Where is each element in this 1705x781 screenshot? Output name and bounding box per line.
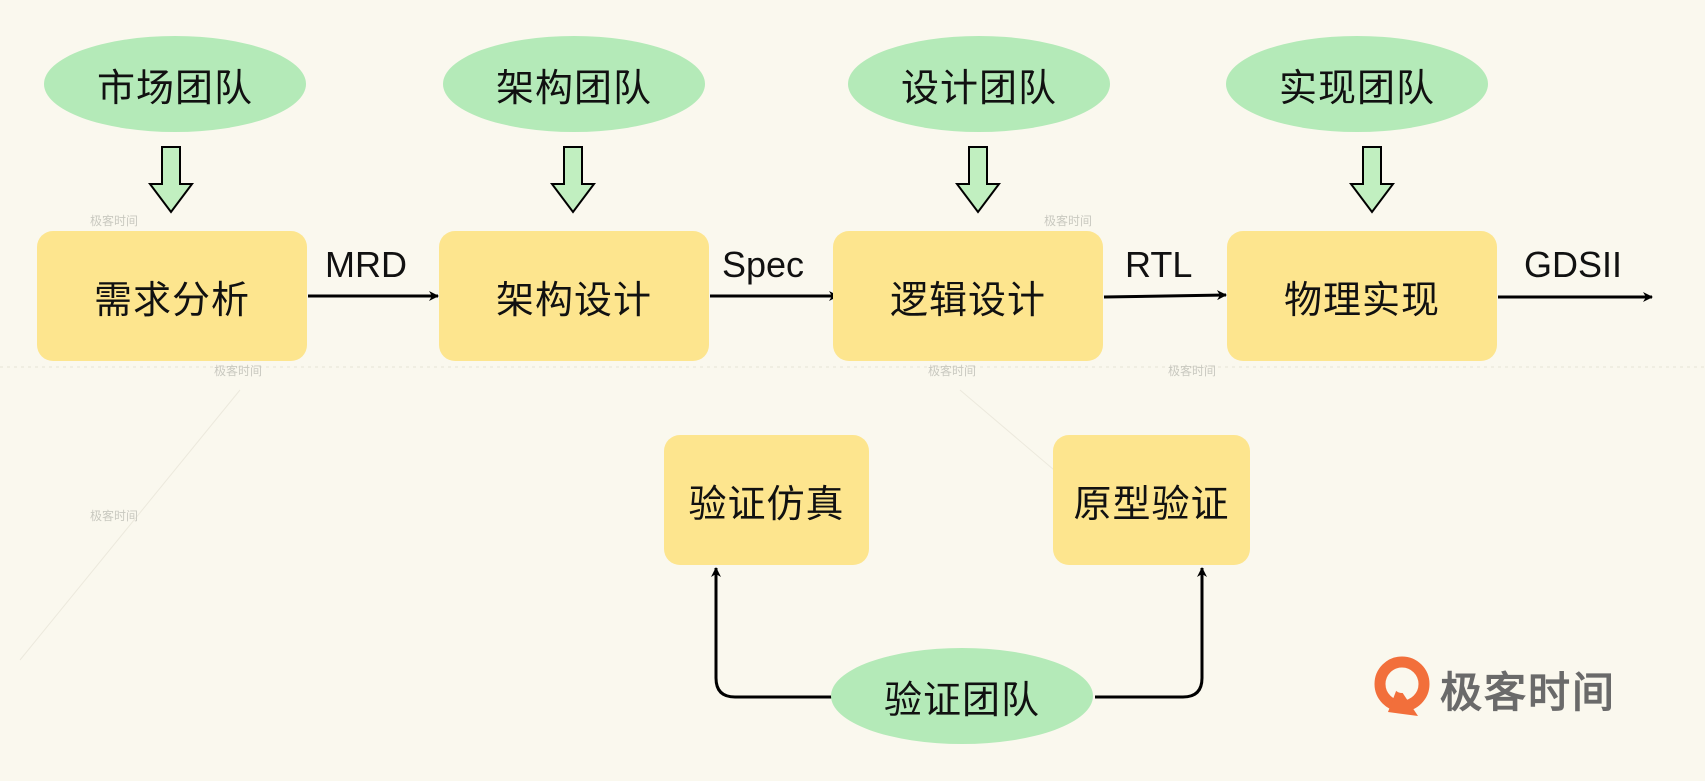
down-arrow-market — [148, 146, 194, 214]
stage-prototype: 原型验证 — [1053, 435, 1250, 565]
down-arrow-architecture — [550, 146, 596, 214]
down-arrow-implementation — [1349, 146, 1395, 214]
stage-logic-design: 逻辑设计 — [833, 231, 1103, 361]
branch-arrow-prototype — [1095, 567, 1207, 699]
watermark: 极客时间 — [90, 214, 139, 228]
stage-simulation: 验证仿真 — [664, 435, 869, 565]
label-rtl: RTL — [1125, 244, 1193, 285]
stage-physical-implementation: 物理实现 — [1227, 231, 1497, 361]
team-market: 市场团队 — [44, 36, 306, 132]
down-arrow-design — [955, 146, 1001, 214]
team-architecture: 架构团队 — [443, 36, 705, 132]
watermark: 极客时间 — [1168, 364, 1217, 378]
flow-arrow-rtl — [1103, 290, 1227, 301]
branch-arrow-simulation — [711, 567, 832, 699]
watermark: 极客时间 — [214, 364, 263, 378]
team-implementation: 实现团队 — [1226, 36, 1488, 132]
guide-line-diagonal — [19, 389, 241, 661]
team-design: 设计团队 — [848, 36, 1110, 132]
label-mrd: MRD — [325, 244, 407, 285]
watermark: 极客时间 — [1044, 214, 1093, 228]
brand-logo-icon — [1374, 656, 1430, 716]
brand-name: 极客时间 — [1440, 667, 1617, 717]
label-gdsii: GDSII — [1524, 244, 1623, 285]
label-spec: Spec — [722, 244, 805, 285]
stage-architecture-design: 架构设计 — [439, 231, 709, 361]
watermark: 极客时间 — [928, 364, 977, 378]
team-verification: 验证团队 — [831, 648, 1093, 744]
watermark: 极客时间 — [90, 509, 139, 523]
stage-requirements: 需求分析 — [37, 231, 307, 361]
brand-logo: 极客时间 — [1374, 656, 1616, 722]
